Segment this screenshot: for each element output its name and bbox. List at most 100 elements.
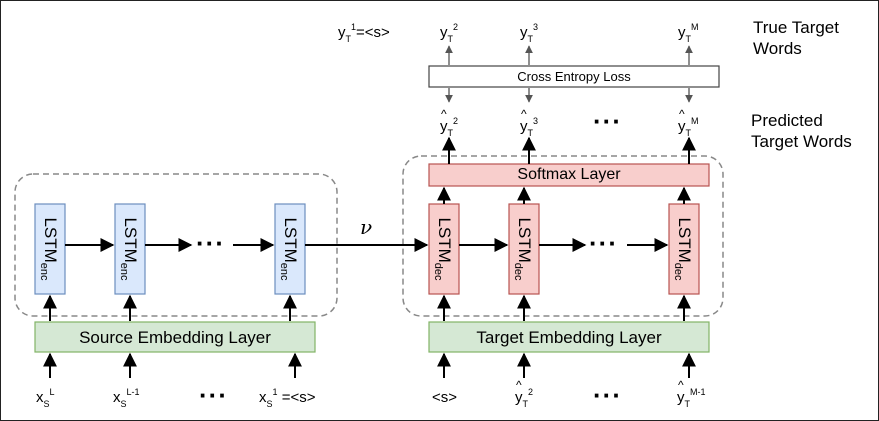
token-sup: 2 xyxy=(528,387,534,397)
token-sub: T xyxy=(345,34,352,44)
lstm-enc-sub: enc xyxy=(38,262,50,281)
target-input-3: yT M-1 xyxy=(677,379,706,409)
decoder-ellipsis: ··· xyxy=(589,228,618,258)
target-embedding-box xyxy=(428,321,710,353)
token-sup: 1 xyxy=(351,22,357,32)
token-sub: T xyxy=(447,128,454,138)
lstm-dec-label-3: LSTMdec xyxy=(669,204,699,294)
token-base: x xyxy=(259,389,267,406)
token-sup: M xyxy=(691,116,699,126)
lstm-enc-sub: enc xyxy=(278,262,290,281)
token-sub: T xyxy=(527,34,534,44)
lstm-enc-label-2: LSTMenc xyxy=(115,204,145,294)
target-embedding-label: Target Embedding Layer xyxy=(476,328,662,347)
lstm-enc-label-1: LSTMenc xyxy=(35,204,65,294)
lstm-dec-label-1: LSTMdec xyxy=(429,204,459,294)
token-base-hat: y xyxy=(678,108,686,134)
token-base-hat: y xyxy=(515,379,523,405)
lstm-text: LSTM xyxy=(515,217,534,263)
target-ellipsis: ··· xyxy=(593,380,622,410)
lstm-enc-sub: enc xyxy=(118,262,130,281)
token-base: y xyxy=(678,24,686,41)
lstm-enc-box-3 xyxy=(274,203,306,295)
token-sup: 2 xyxy=(453,22,459,32)
predicted-word-3: yTM xyxy=(678,108,699,138)
source-embedding-box xyxy=(34,321,316,353)
token-base: y xyxy=(520,24,528,41)
predicted-ellipsis: ··· xyxy=(593,106,622,136)
predicted-target-line-2: Target Words xyxy=(751,132,852,151)
token-base: y xyxy=(338,24,346,41)
decoder-group xyxy=(402,155,724,317)
token-sup: M xyxy=(691,22,699,32)
loss-arrows xyxy=(445,45,693,103)
true-word-4: yTM xyxy=(678,22,699,44)
lstm-dec-label-2: LSTMdec xyxy=(509,204,539,294)
token-sup: 1 xyxy=(272,387,278,397)
target-input-1: <s> xyxy=(432,389,458,406)
predicted-target-words-label: Predicted Target Words xyxy=(751,110,852,152)
token-sup: 2 xyxy=(453,116,459,126)
token-base-hat: y xyxy=(520,108,528,134)
target-input-2: yT 2 xyxy=(515,379,534,409)
token-base-hat: y xyxy=(440,108,448,134)
source-token-2: xS L-1 xyxy=(113,387,140,409)
true-word-3: yT 3 xyxy=(520,22,539,44)
source-token-1: xSL xyxy=(36,387,55,409)
lstm-dec-box-1 xyxy=(428,203,460,295)
source-embedding-label: Source Embedding Layer xyxy=(79,328,271,347)
predicted-word-2: yT 3 xyxy=(520,108,539,138)
token-base: x xyxy=(113,389,121,406)
lstm-enc-box-1 xyxy=(34,203,66,295)
lstm-dec-sub: dec xyxy=(432,262,444,281)
lstm-text: LSTM xyxy=(121,217,140,263)
true-target-line-2: Words xyxy=(753,39,802,58)
token-sub: T xyxy=(685,128,692,138)
token-sup: L xyxy=(49,387,55,397)
lstm-text: LSTM xyxy=(675,217,694,263)
true-word-2: yT2 xyxy=(440,22,459,44)
cross-entropy-loss-label: Cross Entropy Loss xyxy=(517,69,631,84)
token-tail: =<s> xyxy=(277,389,316,406)
token-base-hat: y xyxy=(677,379,685,405)
token-tail: =<s> xyxy=(356,24,390,41)
lstm-dec-box-3 xyxy=(668,203,700,295)
true-target-words-label: True Target Words xyxy=(753,17,839,59)
lstm-text: LSTM xyxy=(41,217,60,263)
lstm-text: LSTM xyxy=(281,217,300,263)
lstm-dec-sub: dec xyxy=(512,262,524,281)
source-token-3: xS 1 =<s> xyxy=(259,387,316,409)
softmax-layer-label: Softmax Layer xyxy=(517,166,621,183)
token-sub: S xyxy=(266,399,273,409)
token-sub: T xyxy=(522,399,529,409)
context-vector-label: ν xyxy=(360,215,373,239)
predicted-word-1: yT 2 xyxy=(440,108,459,138)
encoder-ellipsis: ··· xyxy=(196,228,225,258)
softmax-layer-box xyxy=(428,163,710,187)
token-sub: T xyxy=(685,34,692,44)
lstm-dec-sub: dec xyxy=(672,262,684,281)
token-sub: T xyxy=(684,399,691,409)
token-sub: S xyxy=(43,399,50,409)
predicted-target-line-1: Predicted xyxy=(751,111,823,130)
cross-entropy-loss-box xyxy=(428,65,720,88)
true-word-1: yT 1=<s> xyxy=(338,22,390,44)
source-ellipsis: ··· xyxy=(199,380,228,410)
token-base: x xyxy=(36,389,44,406)
vertical-arrows xyxy=(43,136,696,378)
lstm-enc-box-2 xyxy=(114,203,146,295)
token-sup: 3 xyxy=(533,116,539,126)
token-sub: S xyxy=(120,399,127,409)
true-target-line-1: True Target xyxy=(753,18,839,37)
encoder-group xyxy=(14,173,338,317)
token-sub: T xyxy=(527,128,534,138)
token-sup: L-1 xyxy=(126,387,140,397)
lstm-dec-box-2 xyxy=(508,203,540,295)
token-sub: T xyxy=(447,34,454,44)
token-sup: M-1 xyxy=(690,387,706,397)
lstm-text: LSTM xyxy=(435,217,454,263)
token-sup: 3 xyxy=(533,22,539,32)
lstm-enc-label-3: LSTMenc xyxy=(275,204,305,294)
